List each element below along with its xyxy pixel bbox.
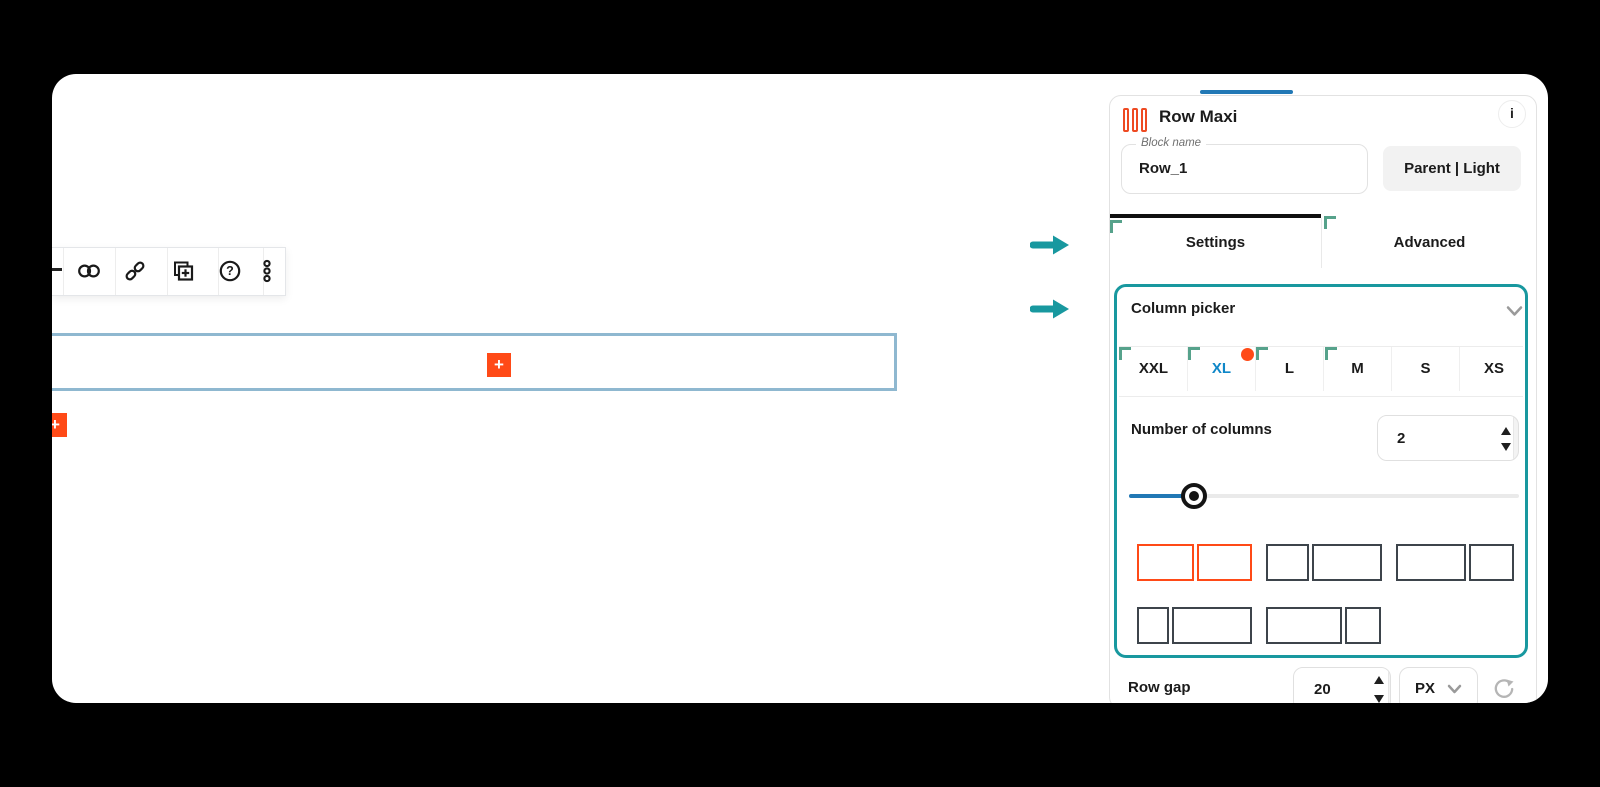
layout-segment [1266,544,1309,581]
add-block-button[interactable]: + [487,353,511,377]
focus-corner [1110,220,1122,233]
focus-corner [1119,347,1131,360]
number-of-columns-stepper: 2 [1377,415,1519,461]
row-gap-unit-select[interactable]: PX [1399,667,1478,703]
columns-slider-track[interactable] [1129,494,1519,498]
column-layout-option-1[interactable] [1137,544,1252,581]
number-of-columns-value[interactable]: 2 [1378,416,1514,460]
stepper-up-icon[interactable] [1501,427,1511,435]
breakpoint-m[interactable]: M [1324,347,1392,391]
row-gap-unit: PX [1415,680,1436,697]
breakpoint-xl[interactable]: XL [1188,347,1256,391]
help-icon[interactable]: ? [218,259,242,283]
layout-segment [1197,544,1252,581]
stepper-down-icon[interactable] [1501,443,1511,451]
layout-segment [1396,544,1466,581]
row-gap-label: Row gap [1128,679,1191,696]
tab-divider [1321,218,1322,268]
block-name-label: Block name [1136,137,1207,149]
layout-segment [1312,544,1382,581]
panel-title: Row Maxi [1159,107,1238,126]
stepper-down-icon[interactable] [1374,695,1384,703]
columns-slider-handle[interactable] [1181,483,1208,509]
toolbar-divider [63,248,64,295]
column-picker-title: Column picker [1131,300,1236,317]
number-of-columns-label: Number of columns [1131,421,1272,438]
breakpoint-xxl[interactable]: XXL [1120,347,1188,391]
editor-canvas: ? + + Row Maxi i Block name Parent | Lig… [52,74,1548,703]
link-icon[interactable] [123,259,147,283]
reset-icon[interactable] [1493,678,1515,700]
block-name-field-wrap [1121,144,1368,194]
more-options-icon[interactable] [255,259,279,283]
row-gap-stepper: 20 [1293,667,1391,703]
focus-corner [1256,347,1268,360]
block-toolbar: ? [52,247,286,296]
breakpoint-xs[interactable]: XS [1483,360,1504,377]
breakpoint-s[interactable]: S [1392,347,1460,391]
chevron-down-icon [1447,684,1462,694]
layout-segment [1266,607,1342,644]
tab-underline-indicator [1200,90,1293,94]
column-layout-option-2[interactable] [1266,544,1382,581]
divider [1119,396,1523,397]
sync-infinity-icon[interactable] [77,259,101,283]
block-name-input[interactable] [1137,159,1341,178]
toolbar-divider [115,248,116,295]
column-layout-option-3[interactable] [1396,544,1514,581]
layout-segment [1469,544,1514,581]
annotation-arrow-column-picker [1030,299,1069,319]
parent-style-button[interactable]: Parent | Light [1383,146,1521,191]
toolbar-divider [218,248,219,295]
layout-segment [1345,607,1381,644]
toolbar-divider [167,248,168,295]
info-icon[interactable]: i [1498,100,1526,128]
column-layout-option-4[interactable] [1137,607,1252,644]
focus-corner [1324,216,1336,229]
notification-dot [1241,348,1254,361]
focus-corner [1188,347,1200,360]
focus-corner [1325,347,1337,360]
stepper-up-icon[interactable] [1374,676,1384,684]
chevron-down-icon[interactable] [1506,305,1523,317]
row-maxi-block-icon [1123,108,1147,132]
tab-settings[interactable]: Settings [1185,234,1246,251]
row-gap-value[interactable]: 20 [1294,668,1389,703]
add-row-button-edge[interactable]: + [52,413,67,437]
svg-text:?: ? [226,264,234,278]
layout-segment [1172,607,1252,644]
drag-handle-icon[interactable] [52,268,62,271]
layout-segment [1137,544,1194,581]
breakpoint-l[interactable]: L [1256,347,1324,391]
annotation-arrow-settings [1030,235,1069,255]
active-tab-indicator [1110,214,1321,218]
divider [1119,346,1523,347]
row-block-outline[interactable] [52,333,897,391]
column-layout-option-5[interactable] [1266,607,1381,644]
duplicate-add-icon[interactable] [171,259,195,283]
columns-slider-fill [1129,494,1196,498]
tab-advanced[interactable]: Advanced [1393,234,1466,251]
block-settings-panel: Row Maxi i Block name Parent | Light Set… [1109,95,1537,703]
layout-segment [1137,607,1169,644]
